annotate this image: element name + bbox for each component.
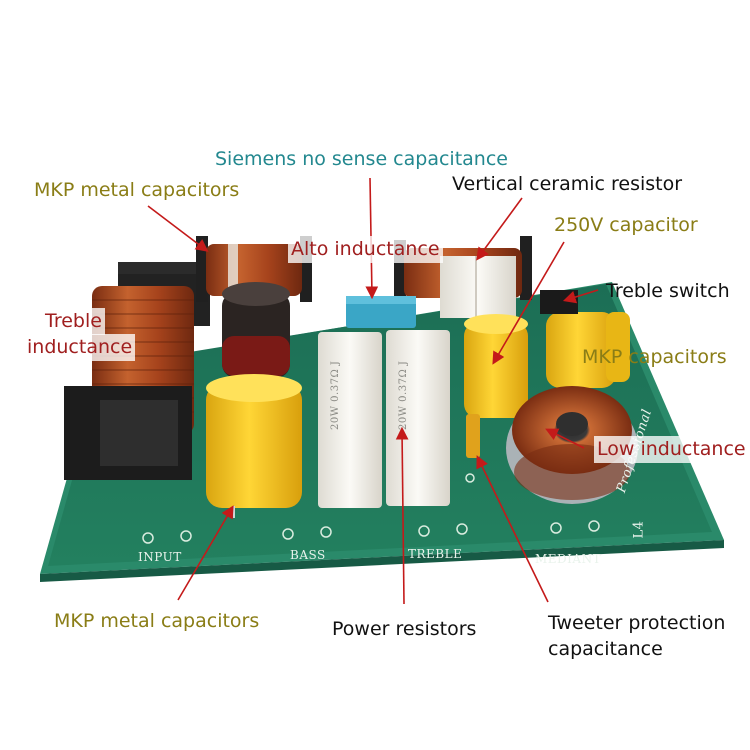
silkscreen-input: INPUT bbox=[138, 550, 182, 564]
electrolytic-capacitor bbox=[222, 282, 290, 378]
label-mkp-capacitors: MKP capacitors bbox=[582, 346, 727, 368]
label-power-resistors: Power resistors bbox=[332, 618, 477, 640]
label-vertical-ceramic-resistor: Vertical ceramic resistor bbox=[452, 173, 683, 195]
label-siemens-capacitance: Siemens no sense capacitance bbox=[215, 148, 508, 170]
tweeter-protection-capacitor bbox=[466, 414, 480, 458]
label-tweeter-protection-line2: capacitance bbox=[548, 638, 663, 660]
silkscreen-bass: BASS bbox=[290, 548, 326, 562]
label-treble-inductance-line1: Treble bbox=[42, 308, 105, 335]
resistor-marking-2: 20W 0.37Ω J bbox=[398, 360, 409, 430]
mkp-metal-capacitor-front bbox=[206, 374, 302, 518]
siemens-capacitor bbox=[346, 296, 416, 328]
silkscreen-model: L4 bbox=[631, 520, 647, 539]
vertical-ceramic-resistor bbox=[440, 256, 516, 318]
label-tweeter-protection-line1: Tweeter protection bbox=[548, 612, 726, 634]
resistor-marking-1: 20W 0.37Ω J bbox=[330, 360, 341, 430]
label-treble-switch: Treble switch bbox=[606, 280, 730, 302]
label-mkp-metal-capacitors-bottom: MKP metal capacitors bbox=[54, 610, 260, 632]
treble-switch bbox=[540, 290, 578, 314]
label-mkp-metal-capacitors-top: MKP metal capacitors bbox=[34, 179, 240, 201]
label-treble-inductance-line2: inductance bbox=[24, 334, 136, 361]
silkscreen-mediant: MEDIANT bbox=[535, 552, 602, 566]
capacitor-250v bbox=[464, 314, 528, 418]
mkp-capacitor-right bbox=[546, 312, 630, 388]
label-250v-capacitor: 250V capacitor bbox=[554, 214, 698, 236]
label-alto-inductance: Alto inductance bbox=[288, 236, 443, 263]
label-low-inductance: Low inductance bbox=[594, 436, 749, 463]
silkscreen-treble: TREBLE bbox=[408, 547, 463, 561]
